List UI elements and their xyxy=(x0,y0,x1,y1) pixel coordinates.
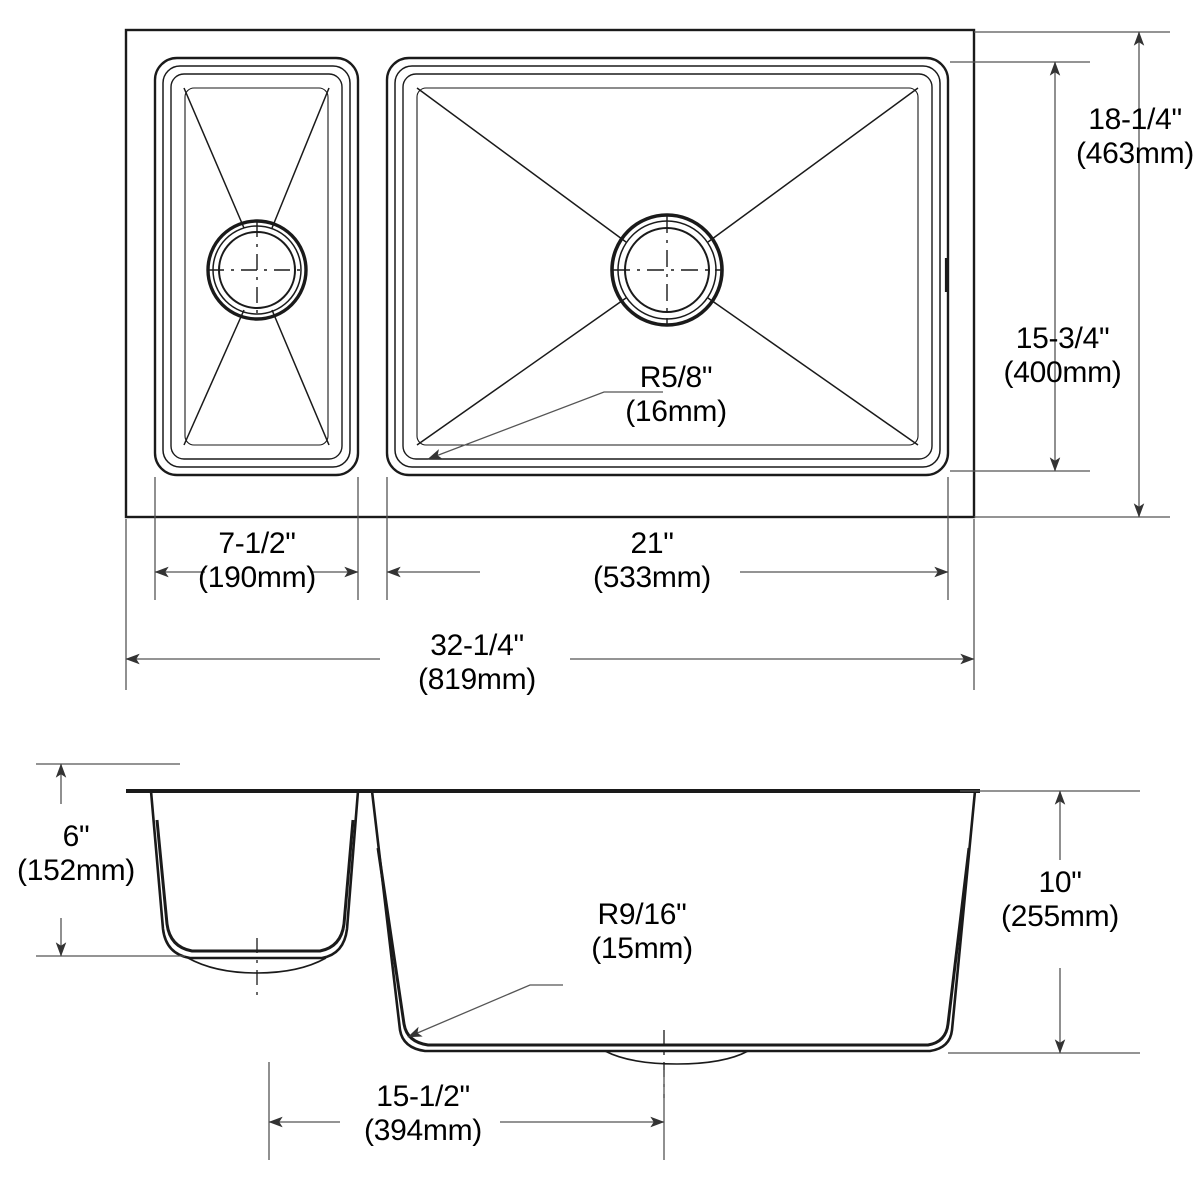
label-bowl-height-outer: 18-1/4" (463mm) xyxy=(1060,103,1200,170)
label-bowl-height-outer-imperial: 18-1/4" xyxy=(1088,103,1182,136)
label-overall-width-imperial: 32-1/4" xyxy=(430,629,524,662)
label-small-bowl-depth-imperial: 6" xyxy=(62,820,90,853)
label-overall-width-metric: (819mm) xyxy=(418,662,536,696)
label-large-bowl-bottom-width: 15-1/2" (394mm) xyxy=(335,1080,511,1147)
label-corner-radius-top-imperial: R5/8" xyxy=(639,361,713,394)
label-bowl-height-inner: 15-3/4" (400mm) xyxy=(985,322,1140,389)
label-large-bowl-width-metric: (533mm) xyxy=(593,560,711,594)
radius-leader-section-view xyxy=(407,984,563,1038)
large-bowl-drain-outer-ring xyxy=(610,213,724,327)
large-bowl-inner-wall xyxy=(402,73,933,460)
label-small-bowl-depth: 6" (152mm) xyxy=(2,820,150,887)
sink-deck-outline xyxy=(124,28,976,519)
small-bowl-inner-wall xyxy=(170,73,343,460)
label-bowl-height-outer-metric: (463mm) xyxy=(1076,136,1194,170)
label-corner-radius-section-metric: (15mm) xyxy=(591,931,693,965)
large-bowl-top xyxy=(385,56,950,477)
small-bowl-rim-band xyxy=(162,65,351,468)
label-large-bowl-bottom-width-metric: (394mm) xyxy=(364,1113,482,1147)
section-view-group xyxy=(36,763,1140,1160)
label-bowl-height-inner-imperial: 15-3/4" xyxy=(1015,322,1110,355)
section-left-dimension xyxy=(36,763,185,957)
label-large-bowl-depth: 10" (255mm) xyxy=(985,866,1135,933)
large-bowl-drain-mid-ring xyxy=(617,220,717,320)
label-small-bowl-width-imperial: 7-1/2" xyxy=(218,527,296,560)
large-bowl-outer-rim xyxy=(385,56,950,477)
small-bowl-section-outline xyxy=(149,790,360,960)
large-bowl-slope-lines xyxy=(416,87,919,446)
large-bowl-section-inner-wall xyxy=(376,847,971,1047)
label-large-bowl-bottom-width-imperial: 15-1/2" xyxy=(376,1080,470,1113)
label-large-bowl-depth-imperial: 10" xyxy=(1038,866,1082,899)
radius-leader-top-view xyxy=(427,391,663,460)
label-corner-radius-top: R5/8" (16mm) xyxy=(596,361,756,428)
small-bowl-section xyxy=(149,790,360,1002)
label-small-bowl-width-metric: (190mm) xyxy=(198,560,316,594)
top-view-vertical-dimensions xyxy=(950,31,1170,518)
large-bowl-drain-sump xyxy=(604,1050,749,1065)
label-overall-width: 32-1/4" (819mm) xyxy=(392,629,562,696)
large-bowl-basin-floor xyxy=(416,87,919,446)
label-large-bowl-width-imperial: 21" xyxy=(630,527,674,560)
top-view-group xyxy=(124,28,1170,690)
small-bowl-outer-rim xyxy=(153,56,360,477)
label-bowl-height-inner-metric: (400mm) xyxy=(1003,355,1122,389)
label-small-bowl-depth-metric: (152mm) xyxy=(17,853,135,887)
section-bottom-dimension xyxy=(268,1062,665,1160)
section-right-dimension xyxy=(948,790,1140,1054)
label-corner-radius-section: R9/16" (15mm) xyxy=(562,898,722,965)
small-bowl-top xyxy=(153,56,360,477)
large-bowl-rim-band xyxy=(394,65,941,468)
label-corner-radius-section-imperial: R9/16" xyxy=(597,898,687,931)
small-bowl-basin-floor xyxy=(184,87,329,446)
top-view-horizontal-dimensions xyxy=(125,477,975,690)
label-corner-radius-top-metric: (16mm) xyxy=(625,394,727,428)
large-bowl-section xyxy=(370,790,977,1098)
small-bowl-slope-lines xyxy=(183,87,330,446)
large-bowl-section-outline xyxy=(370,790,977,1053)
label-small-bowl-width: 7-1/2" (190mm) xyxy=(176,527,338,594)
label-large-bowl-depth-metric: (255mm) xyxy=(1001,899,1119,933)
label-large-bowl-width: 21" (533mm) xyxy=(568,527,736,594)
small-bowl-section-inner-wall xyxy=(155,819,355,953)
